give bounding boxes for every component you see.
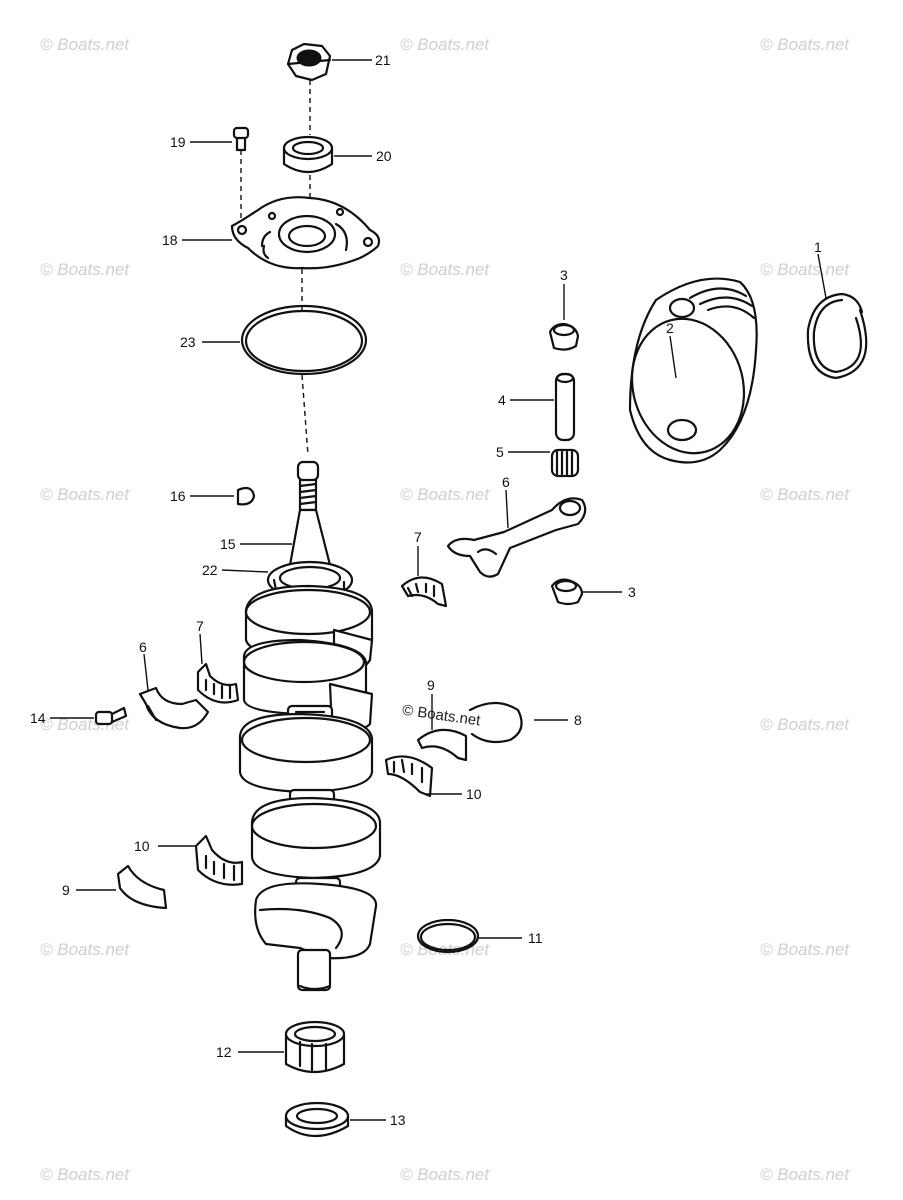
leader-lines [50,59,827,1121]
watermark: © Boats.net [40,940,130,959]
callout-6-right: 6 [502,474,510,490]
watermark: © Boats.net [760,260,850,279]
callout-10-right: 10 [466,786,482,802]
watermark: © Boats.net [40,485,130,504]
callout-22: 22 [202,562,218,578]
part-16-key [236,486,256,506]
part-4-pin [554,372,576,442]
callout-9-left: 9 [62,882,70,898]
callout-6-left: 6 [139,639,147,655]
part-2-piston [628,277,758,464]
callout-1: 1 [814,239,822,255]
callout-23: 23 [180,334,196,350]
part-10-bearing-left [194,834,244,886]
callout-10-left: 10 [134,838,150,854]
part-9-bearing-left [116,864,168,910]
callout-13: 13 [390,1112,406,1128]
watermark: © Boats.net [400,260,490,279]
watermark: © Boats.net [40,260,130,279]
part-6-connecting-rod [446,497,587,578]
part-9-bearing-right [416,728,468,762]
part-15-crankshaft [238,460,382,992]
watermark: © Boats.net [760,1165,850,1184]
part-8-ring [468,701,523,744]
part-7-bearing-right [400,576,448,608]
part-12-bearing [284,1020,346,1074]
part-23-o-ring [240,304,368,376]
callout-labels: 21 20 19 18 23 16 15 22 1 2 3 4 5 6 7 3 … [30,52,822,1128]
part-10-bearing-right [384,755,434,798]
callout-7-left: 7 [196,618,204,634]
part-13-seal [284,1101,350,1137]
part-7-bearing-left [196,662,240,704]
watermark: © Boats.net [40,35,130,54]
watermark: © Boats.net [760,485,850,504]
callout-20: 20 [376,148,392,164]
part-6-rod-cap [138,686,210,730]
watermark-center: © Boats.net [401,702,482,730]
watermark: © Boats.net [40,1165,130,1184]
callout-3-upper: 3 [560,267,568,283]
part-20-seal [282,135,334,174]
part-11-ring [416,918,480,954]
callout-21: 21 [375,52,391,68]
callout-2: 2 [666,320,674,336]
part-19-screw [232,126,250,152]
callout-9-right: 9 [427,677,435,693]
callout-19: 19 [170,134,186,150]
watermark: © Boats.net [400,35,490,54]
callout-18: 18 [162,232,178,248]
callout-14: 14 [30,710,46,726]
part-3-lower [550,578,584,606]
part-1-ring [806,292,868,380]
callout-11: 11 [528,930,543,946]
part-18-housing [230,196,381,270]
watermark: © Boats.net [760,35,850,54]
callout-12: 12 [216,1044,232,1060]
watermark: © Boats.net [760,715,850,734]
callout-16: 16 [170,488,186,504]
part-21-nut [286,42,332,82]
callout-5: 5 [496,444,504,460]
callout-7-right: 7 [414,529,422,545]
callout-4: 4 [498,392,506,408]
watermark: © Boats.net [760,940,850,959]
part-3-upper [548,322,580,351]
part-5-bearing [550,448,580,478]
watermark: © Boats.net [400,485,490,504]
callout-15: 15 [220,536,236,552]
watermarks: © Boats.net © Boats.net © Boats.net © Bo… [40,35,850,1184]
callout-8: 8 [574,712,582,728]
watermark: © Boats.net [400,1165,490,1184]
axis-lines [240,80,311,456]
part-14-bolt [94,706,128,726]
callout-3-lower: 3 [628,584,636,600]
